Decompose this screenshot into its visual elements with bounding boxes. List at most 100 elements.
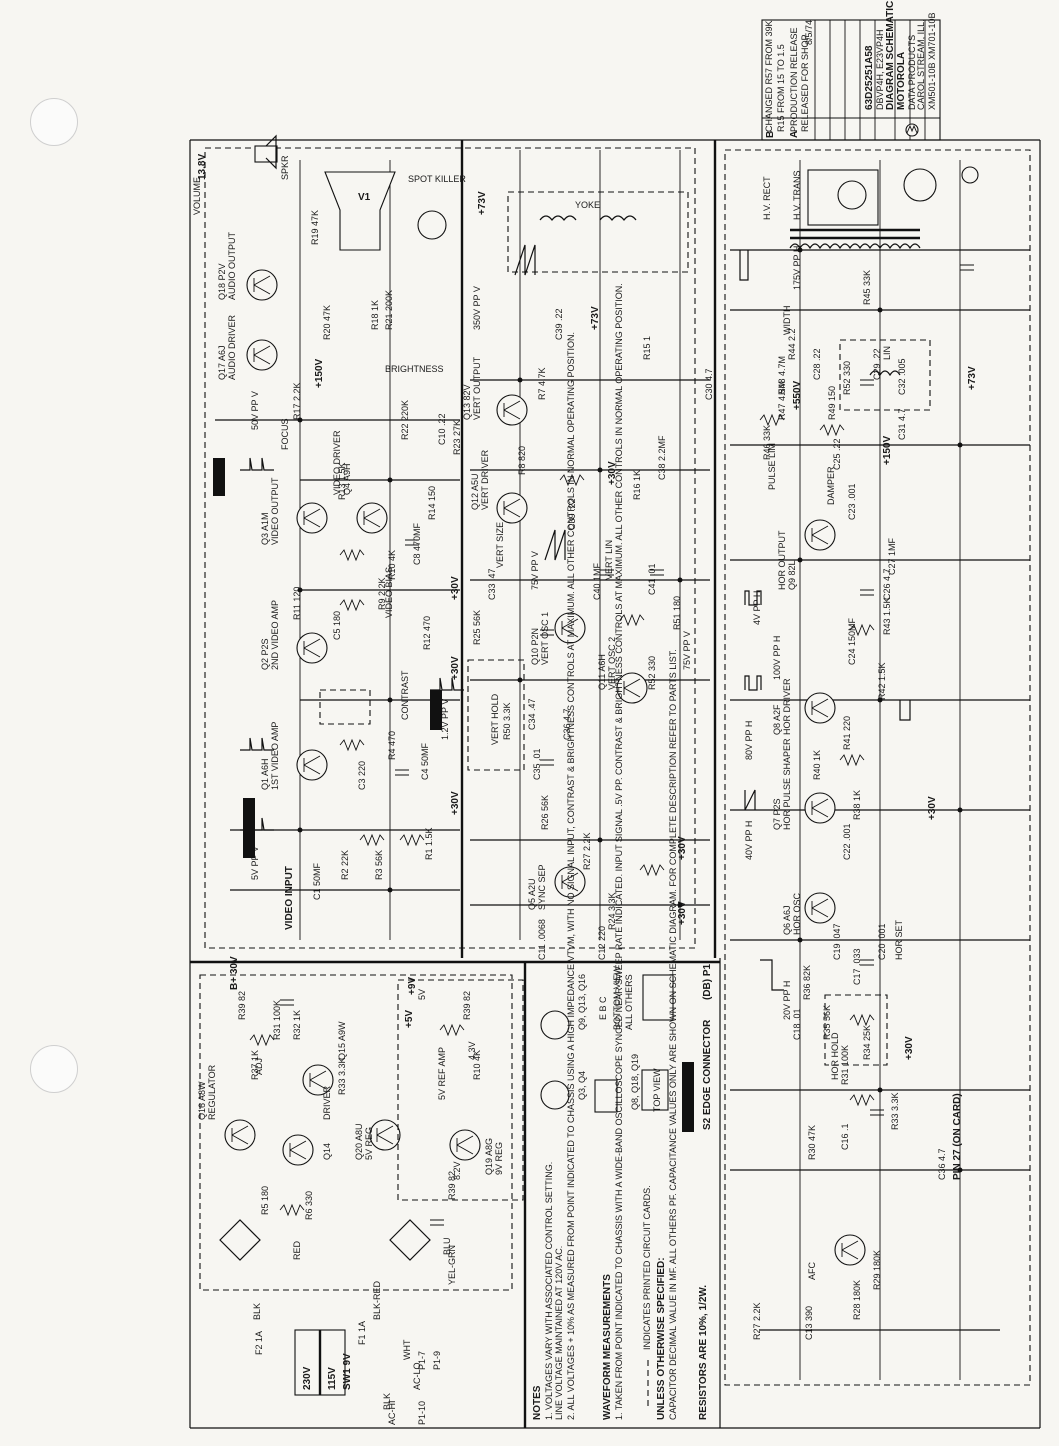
brightness-label: BRIGHTNESS — [385, 364, 444, 374]
svg-text:HOR OUTPUT: HOR OUTPUT — [777, 530, 787, 590]
svg-text:PIN 27 (ON CARD): PIN 27 (ON CARD) — [952, 1093, 963, 1180]
svg-text:C1 50MF: C1 50MF — [312, 862, 322, 900]
rev-note-2: R15 FROM 15 TO 1.5 — [776, 44, 786, 132]
svg-text:VOLUME: VOLUME — [192, 177, 202, 215]
punch-hole-top — [30, 98, 78, 146]
svg-text:5V: 5V — [417, 989, 427, 1000]
transistor-q13: Q13 82V VERT OUTPUT — [462, 356, 528, 426]
transistor-q8: Q8 A2F HOR DRIVER — [772, 678, 836, 735]
svg-text:VERT LIN: VERT LIN — [604, 540, 614, 580]
svg-text:VERT OSC 2: VERT OSC 2 — [607, 637, 617, 690]
svg-text:R51 180: R51 180 — [672, 596, 682, 630]
svg-text:S2 EDGE CONNECTOR: S2 EDGE CONNECTOR — [702, 1019, 713, 1130]
pc-card-markers — [213, 458, 694, 1132]
svg-text:C26 4.7: C26 4.7 — [882, 568, 892, 600]
notes-block: NOTES 1. VOLTAGES VARY WITH ASSOCIATED C… — [532, 283, 709, 1420]
svg-text:R40 1K: R40 1K — [812, 750, 822, 780]
svg-text:C17 .033: C17 .033 — [852, 948, 862, 985]
svg-text:C12 220: C12 220 — [597, 926, 607, 960]
svg-text:Q19 A8G: Q19 A8G — [484, 1138, 494, 1175]
svg-text:Q1 A6H: Q1 A6H — [260, 758, 270, 790]
svg-text:VIDEO BIAS: VIDEO BIAS — [384, 567, 394, 618]
transistor-q6: Q6 A6J HOR OSC — [782, 892, 836, 935]
svg-text:Q11 A6H: Q11 A6H — [597, 654, 607, 690]
svg-text:HOR HOLD: HOR HOLD — [830, 1032, 840, 1080]
svg-text:C39 .22: C39 .22 — [554, 308, 564, 340]
svg-text:C16 .1: C16 .1 — [840, 1123, 850, 1150]
svg-text:VIDEO DRIVER: VIDEO DRIVER — [332, 430, 342, 495]
svg-text:BLU: BLU — [442, 1237, 452, 1255]
svg-text:+30V: +30V — [607, 461, 618, 485]
transistor-q7-afc: AFC — [807, 1234, 866, 1280]
transistor-q7: Q7 P2S HOR PULSE SHAPER — [772, 738, 836, 830]
svg-text:R12 470: R12 470 — [422, 616, 432, 650]
svg-text:R19 47K: R19 47K — [310, 210, 320, 245]
hv-rect-label: H.V. RECT — [762, 176, 772, 220]
svg-text:AC-HI: AC-HI — [387, 1401, 397, 1426]
rev-note-3: PRODUCTION RELEASE — [789, 27, 799, 132]
svg-text:R31 100K: R31 100K — [272, 1000, 282, 1040]
svg-text:R10 4K: R10 4K — [387, 550, 397, 580]
svg-text:BLK: BLK — [382, 1393, 392, 1410]
svg-text:Q3 A1M: Q3 A1M — [260, 512, 270, 545]
svg-text:Q15 A9W: Q15 A9W — [337, 1021, 347, 1060]
spot-killer-label: SPOT KILLER — [408, 174, 466, 184]
svg-text:C33 .47: C33 .47 — [487, 568, 497, 600]
svg-text:+30V: +30V — [927, 796, 938, 820]
crt-types: DBVP4H, E23VP4H — [875, 29, 885, 110]
svg-text:80V PP H: 80V PP H — [744, 721, 754, 760]
svg-text:R15 1: R15 1 — [642, 336, 652, 360]
svg-text:C25 .22: C25 .22 — [832, 438, 842, 470]
svg-text:20V PP H: 20V PP H — [782, 981, 792, 1020]
svg-text:C22 .001: C22 .001 — [842, 823, 852, 860]
svg-text:REGULATOR: REGULATOR — [207, 1064, 217, 1120]
svg-text:C19 .047: C19 .047 — [832, 923, 842, 960]
svg-text:2ND VIDEO AMP: 2ND VIDEO AMP — [270, 600, 280, 670]
svg-text:+73V: +73V — [967, 366, 978, 390]
svg-text:ADJ: ADJ — [254, 1058, 264, 1075]
svg-text:HOR OSC: HOR OSC — [792, 892, 802, 935]
transistor-q4: Q4 A9H VIDEO DRIVER — [332, 430, 388, 534]
svg-text:R43 1.5K: R43 1.5K — [882, 597, 892, 635]
svg-text:R17 2.2K: R17 2.2K — [292, 382, 302, 420]
svg-text:R6 330: R6 330 — [304, 1191, 314, 1220]
svg-text:+73V: +73V — [477, 191, 488, 215]
transistor-q9: Q9 82L HOR OUTPUT — [777, 519, 836, 590]
svg-text:Q18 P2V: Q18 P2V — [217, 263, 227, 300]
svg-text:Q6 A6J: Q6 A6J — [782, 905, 792, 935]
svg-text:C36 4.7: C36 4.7 — [937, 1148, 947, 1180]
svg-text:R47 4.5M: R47 4.5M — [777, 381, 787, 420]
svg-text:+5V: +5V — [404, 1010, 415, 1028]
transistor-q1: Q1 A6H 1ST VIDEO AMP — [260, 722, 328, 790]
svg-text:WAVEFORM MEASUREMENTS: WAVEFORM MEASUREMENTS — [602, 1274, 613, 1420]
motorola-logo-mark — [906, 124, 918, 134]
svg-text:CAPACITOR DECIMAL VALUE IN MF.: CAPACITOR DECIMAL VALUE IN MF. ALL OTHER… — [668, 649, 678, 1420]
svg-text:+30V: +30V — [677, 836, 688, 860]
svg-text:Q13 82V: Q13 82V — [462, 384, 472, 420]
svg-text:2. ALL VOLTAGES + 10% AS MEASU: 2. ALL VOLTAGES + 10% AS MEASURED FROM P… — [566, 332, 576, 1420]
svg-text:AUDIO DRIVER: AUDIO DRIVER — [227, 314, 237, 380]
svg-text:AUDIO OUTPUT: AUDIO OUTPUT — [227, 231, 237, 300]
svg-text:Q8 A2F: Q8 A2F — [772, 704, 782, 735]
svg-text:C34 .47: C34 .47 — [527, 698, 537, 730]
transistor-q3: Q3 A1M VIDEO OUTPUT — [260, 477, 328, 545]
svg-text:C29 .22: C29 .22 — [872, 348, 882, 380]
resistor-symbols — [249, 413, 875, 1217]
svg-text:R52 330: R52 330 — [647, 656, 657, 690]
transistor-q19: Q19 A8G 9V REG — [449, 1129, 504, 1175]
svg-text:BLK-RED: BLK-RED — [372, 1280, 382, 1320]
svg-text:Q5 A2U: Q5 A2U — [527, 878, 537, 910]
svg-text:R20 47K: R20 47K — [322, 305, 332, 340]
svg-text:R26 56K: R26 56K — [540, 795, 550, 830]
svg-text:AC-LO: AC-LO — [412, 1362, 422, 1390]
division: DATA PRODUCTS — [907, 35, 917, 110]
svg-text:SW1 9V: SW1 9V — [342, 1353, 353, 1390]
svg-text:C27 1MF: C27 1MF — [887, 537, 897, 575]
transistor-q14: Q14 — [282, 1134, 332, 1166]
power-supply: 230V 115V SW1 9V F2 1A F1 1A BLK-RED BLK… — [199, 974, 524, 1426]
svg-text:C36 4.7: C36 4.7 — [562, 708, 572, 740]
svg-text:YEL-GRN: YEL-GRN — [447, 1245, 457, 1285]
svg-text:C35 .01: C35 .01 — [532, 748, 542, 780]
svg-text:75V PP V: 75V PP V — [682, 631, 692, 670]
svg-text:+9V: +9V — [407, 977, 418, 995]
